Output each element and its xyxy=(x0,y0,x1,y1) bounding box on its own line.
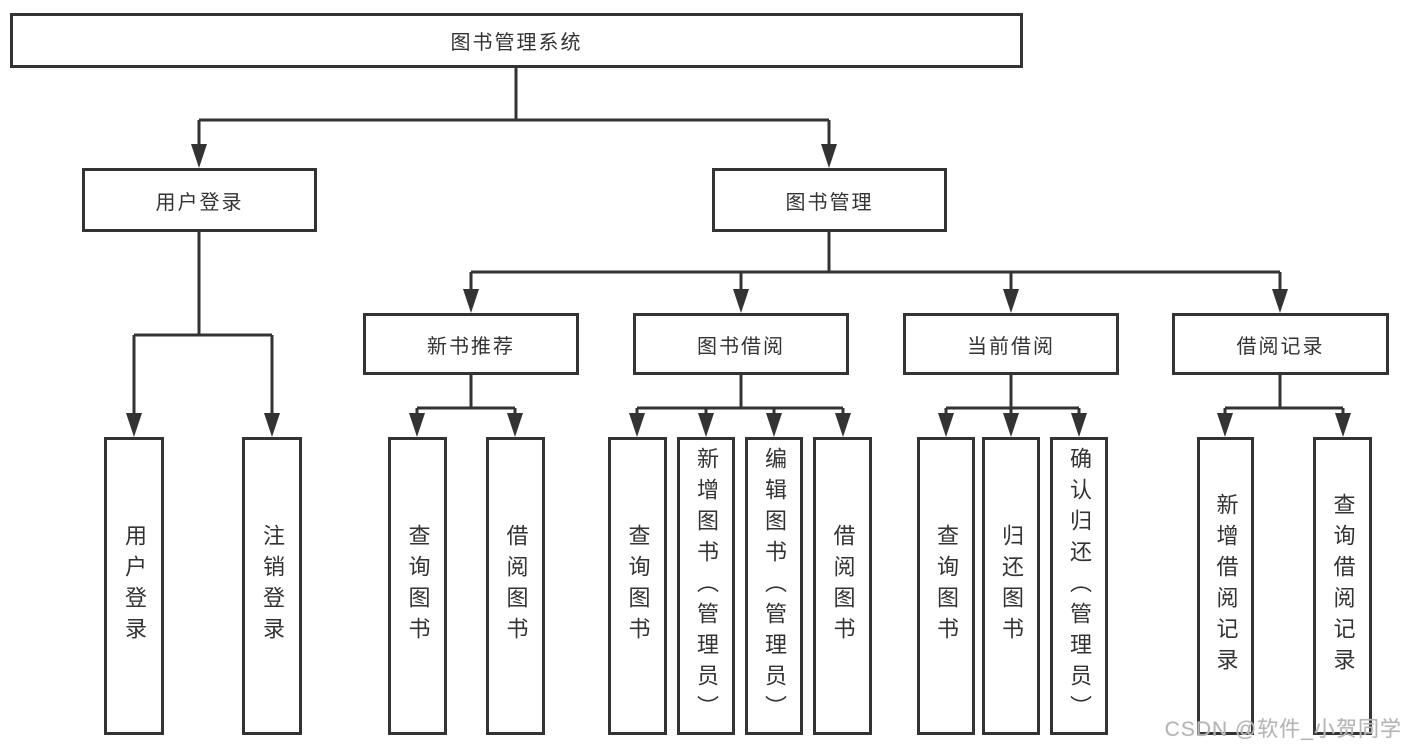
node-book-management: 图书管理 xyxy=(712,168,947,232)
node-leaf-query-borrow-record-label: 查询借阅记录 xyxy=(1330,493,1356,679)
node-leaf-borrow-books-1-label: 借阅图书 xyxy=(503,524,529,648)
node-leaf-add-books-admin: 新增图书（管理员） xyxy=(677,437,735,735)
node-leaf-query-books-3: 查询图书 xyxy=(917,437,975,735)
node-leaf-add-borrow-record-label: 新增借阅记录 xyxy=(1213,493,1239,679)
node-root-system-label: 图书管理系统 xyxy=(450,32,583,54)
node-leaf-return-books-label: 归还图书 xyxy=(999,524,1024,648)
node-leaf-borrow-books-1: 借阅图书 xyxy=(486,437,545,735)
node-leaf-query-books-3-label: 查询图书 xyxy=(934,524,959,648)
node-leaf-return-books: 归还图书 xyxy=(982,437,1040,735)
connector-user-login-arrowheads xyxy=(126,413,280,437)
connector-book-borrow-arrowheads xyxy=(629,413,851,437)
node-leaf-edit-books-admin-label: 编辑图书（管理员） xyxy=(762,446,787,726)
node-borrowing-records: 借阅记录 xyxy=(1172,313,1389,375)
node-user-login-label: 用户登录 xyxy=(155,191,244,214)
connector-user-login xyxy=(132,232,274,415)
node-leaf-query-books-1: 查询图书 xyxy=(388,437,447,735)
connector-borrow-records xyxy=(1223,375,1345,415)
node-leaf-borrow-books-2-label: 借阅图书 xyxy=(830,524,856,648)
connector-book-management xyxy=(469,232,1282,291)
connector-book-borrow xyxy=(635,375,845,415)
connector-current-borrow-arrowheads xyxy=(938,413,1087,437)
node-leaf-query-books-2-label: 查询图书 xyxy=(625,524,651,648)
node-user-login: 用户登录 xyxy=(82,168,317,232)
node-leaf-user-login: 用户登录 xyxy=(104,437,164,735)
node-book-management-label: 图书管理 xyxy=(785,191,874,214)
connector-current-borrow xyxy=(944,375,1081,415)
node-root-system: 图书管理系统 xyxy=(10,13,1023,68)
node-current-borrowing-label: 当前借阅 xyxy=(967,335,1055,358)
node-leaf-borrow-books-2: 借阅图书 xyxy=(813,437,872,735)
connector-new-book xyxy=(415,375,517,415)
node-leaf-add-books-admin-label: 新增图书（管理员） xyxy=(694,446,719,726)
node-leaf-logout: 注销登录 xyxy=(242,437,302,735)
node-borrowing-records-label: 借阅记录 xyxy=(1236,335,1325,358)
connector-new-book-arrowheads xyxy=(409,413,523,437)
node-leaf-query-books-1-label: 查询图书 xyxy=(405,524,431,648)
node-leaf-add-borrow-record: 新增借阅记录 xyxy=(1197,437,1254,735)
connector-root-to-level2 xyxy=(197,68,831,146)
node-book-borrowing-label: 图书借阅 xyxy=(697,335,785,358)
node-new-book-recommend: 新书推荐 xyxy=(363,313,579,375)
node-new-book-recommend-label: 新书推荐 xyxy=(427,335,515,358)
node-leaf-user-login-label: 用户登录 xyxy=(122,524,147,648)
node-book-borrowing: 图书借阅 xyxy=(633,313,849,375)
node-current-borrowing: 当前借阅 xyxy=(903,313,1119,375)
node-leaf-confirm-return-admin-label: 确认归还（管理员） xyxy=(1067,446,1092,726)
connector-book-management-arrowheads xyxy=(463,289,1288,313)
node-leaf-confirm-return-admin: 确认归还（管理员） xyxy=(1050,437,1108,735)
csdn-watermark: CSDN @软件_小贺同学 xyxy=(1164,718,1402,741)
connector-borrow-records-arrowheads xyxy=(1217,413,1351,437)
node-leaf-query-borrow-record: 查询借阅记录 xyxy=(1313,437,1372,735)
node-leaf-edit-books-admin: 编辑图书（管理员） xyxy=(745,437,803,735)
node-leaf-logout-label: 注销登录 xyxy=(260,524,285,648)
node-leaf-query-books-2: 查询图书 xyxy=(608,437,667,735)
connector-root-arrowheads xyxy=(191,144,837,168)
